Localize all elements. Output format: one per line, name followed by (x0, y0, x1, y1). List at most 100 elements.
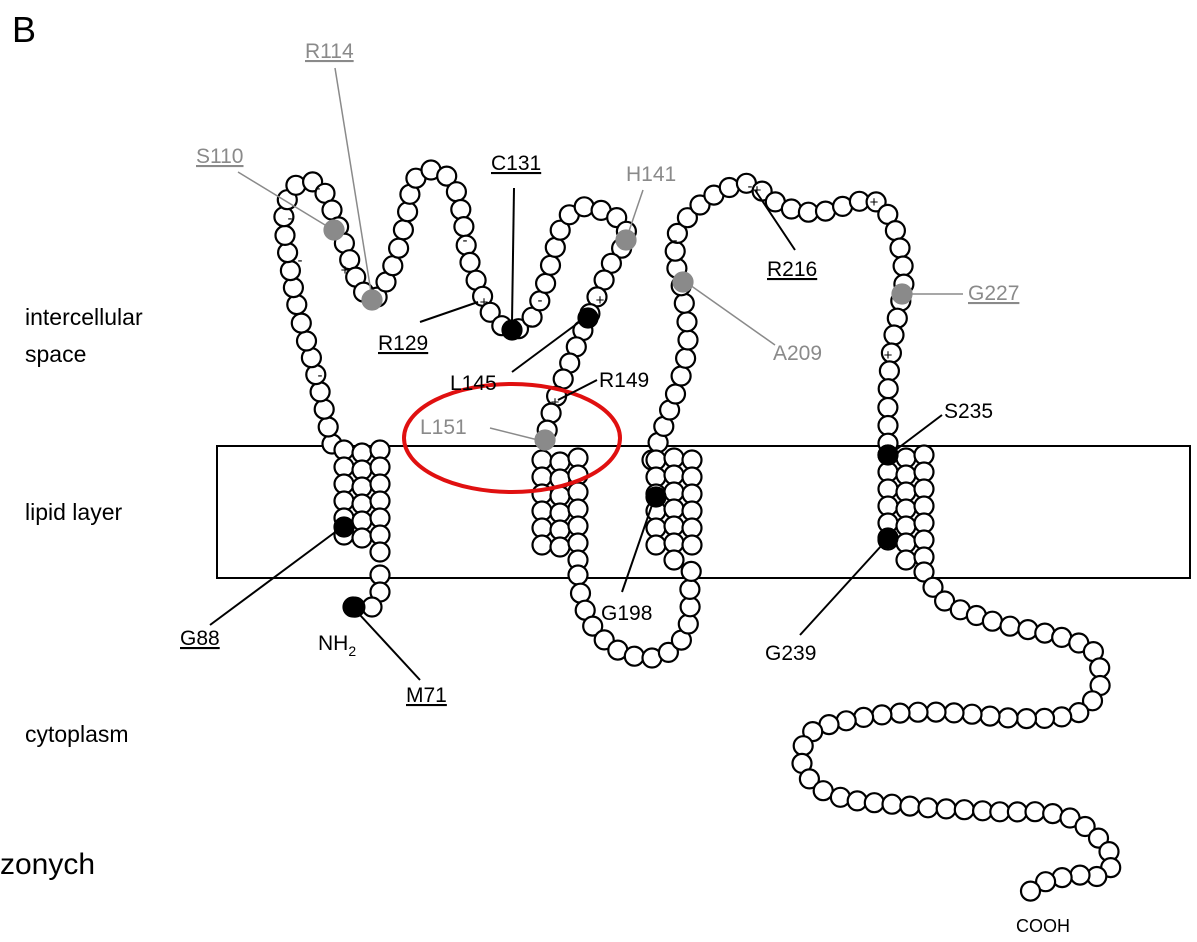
leader-C131 (512, 188, 514, 322)
residue-circle (315, 400, 334, 419)
residue-circle (879, 416, 898, 435)
residue-S110 (325, 221, 344, 240)
label-G198: G198 (601, 602, 652, 625)
residue-circle (720, 178, 739, 197)
residue-circle (569, 566, 588, 585)
cooh-label: COOH (1016, 916, 1070, 936)
residue-circle (1018, 620, 1037, 639)
residue-circle (551, 538, 570, 557)
residue-circle (284, 278, 303, 297)
charge-mark: - (538, 292, 543, 309)
residue-circle (909, 703, 928, 722)
charge-mark: - (298, 252, 303, 269)
leader-A209 (690, 285, 775, 345)
residue-G227 (893, 285, 912, 304)
residue-circle (848, 791, 867, 810)
residue-circle (782, 200, 801, 219)
label-R114: R114 (305, 40, 354, 63)
residue-circle (292, 314, 311, 333)
charge-mark: - (408, 212, 413, 229)
residue-M71 (344, 598, 363, 617)
residue-L151 (536, 431, 555, 450)
residue-circle (297, 332, 316, 351)
residue-circle (683, 536, 702, 555)
space-label: space (25, 341, 86, 367)
residue-circle (1021, 882, 1040, 901)
residue-circle (872, 705, 891, 724)
residue-circle (897, 551, 916, 570)
residue-circle (276, 226, 295, 245)
residue-circle (680, 580, 699, 599)
residue-circle (679, 331, 698, 350)
residue-circle (675, 294, 694, 313)
residue-circle (678, 312, 697, 331)
residue-H141 (617, 231, 636, 250)
charge-mark: - (463, 232, 468, 249)
residue-circle (891, 239, 910, 258)
residue-circle (816, 202, 835, 221)
label-G88: G88 (180, 627, 220, 650)
residue-circle (1001, 617, 1020, 636)
residue-circle (541, 256, 560, 275)
charge-mark: + (480, 294, 489, 311)
label-L151: L151 (420, 416, 467, 439)
residue-circle (672, 367, 691, 386)
residue-circle (888, 309, 907, 328)
residue-circle (447, 182, 466, 201)
residue-circle (546, 238, 565, 257)
residue-chain: ----------+++++++ (274, 161, 1120, 901)
residue-circle (878, 398, 897, 417)
residue-circle (854, 708, 873, 727)
residue-circle (955, 800, 974, 819)
residue-circle (681, 597, 700, 616)
label-G227: G227 (968, 282, 1019, 305)
residue-circle (278, 243, 297, 262)
label-S110: S110 (196, 145, 244, 168)
nh2-label: NH2 (318, 632, 356, 659)
charge-mark: - (316, 180, 321, 197)
label-C131: C131 (491, 152, 541, 175)
residue-circle (575, 197, 594, 216)
residue-circle (533, 536, 552, 555)
label-G239: G239 (765, 642, 816, 665)
residue-circle (676, 349, 695, 368)
residue-circle (963, 705, 982, 724)
residue-circle (879, 379, 898, 398)
label-H141: H141 (626, 163, 676, 186)
residue-circle (1035, 709, 1054, 728)
residue-circle (885, 326, 904, 345)
residue-circle (383, 256, 402, 275)
charge-mark: + (870, 194, 879, 211)
charge-mark: + (341, 262, 350, 279)
panel-letter: B (12, 9, 36, 50)
label-S235: S235 (944, 400, 993, 423)
partial-text: zonych (0, 848, 95, 881)
residue-circle (389, 239, 408, 258)
residue-circle (919, 798, 938, 817)
residue-circle (1071, 866, 1090, 885)
leader-L151 (490, 428, 538, 440)
residue-circle (665, 551, 684, 570)
residue-A209 (674, 273, 693, 292)
charge-mark: + (884, 347, 893, 364)
lipid-layer-label: lipid layer (25, 499, 122, 525)
residue-circle (666, 385, 685, 404)
label-L145: L145 (450, 372, 497, 395)
residue-C131 (503, 321, 522, 340)
residue-circle (311, 382, 330, 401)
charge-mark: - (673, 232, 678, 249)
residue-circle (945, 703, 964, 722)
residue-circle (1026, 802, 1045, 821)
charge-mark: - (528, 317, 533, 334)
residue-circle (927, 703, 946, 722)
residue-circle (461, 253, 480, 272)
residue-circle (319, 418, 338, 437)
leader-M71 (360, 615, 420, 680)
charge-mark: + (551, 394, 560, 411)
residue-circle (625, 647, 644, 666)
residue-circle (865, 793, 884, 812)
intercellular-label: intercellular (25, 304, 143, 330)
residue-circle (894, 257, 913, 276)
charge-mark: - (318, 367, 323, 384)
